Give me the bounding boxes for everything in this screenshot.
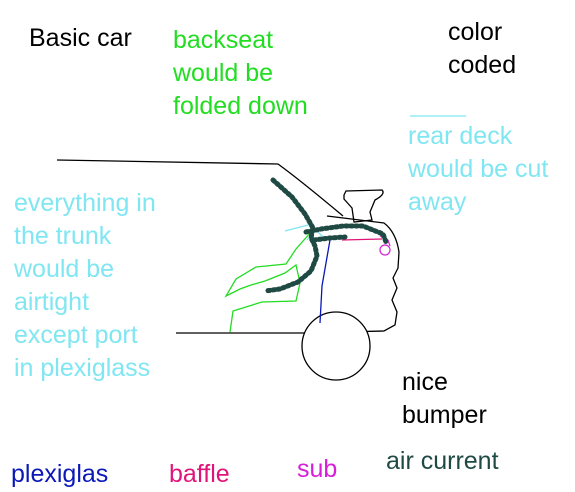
legend-baffle: baffle	[169, 460, 230, 488]
rear-body	[326, 215, 400, 333]
backseat-outline	[224, 231, 312, 333]
car-outline	[56, 159, 400, 381]
label-backseat: backseat would be folded down	[173, 26, 308, 120]
legend-sub: sub	[297, 455, 338, 483]
roof-line	[56, 159, 344, 217]
rear-wheel	[301, 311, 371, 381]
label-nice-bumper: nice bumper	[402, 368, 487, 429]
label-rear-deck: rear deck would be cut away	[408, 122, 549, 216]
air-current	[262, 177, 389, 294]
label-trunk-airtight: everything in the trunk would be airtigh…	[14, 189, 156, 382]
label-color-coded: color coded	[448, 18, 517, 79]
spoiler	[343, 189, 384, 223]
label-basic-car: Basic car	[29, 24, 132, 52]
plexiglas-line	[319, 239, 331, 324]
legend-air-current: air current	[386, 447, 499, 475]
legend-plexiglas: plexiglas	[11, 460, 109, 488]
baffle-line	[341, 238, 383, 241]
